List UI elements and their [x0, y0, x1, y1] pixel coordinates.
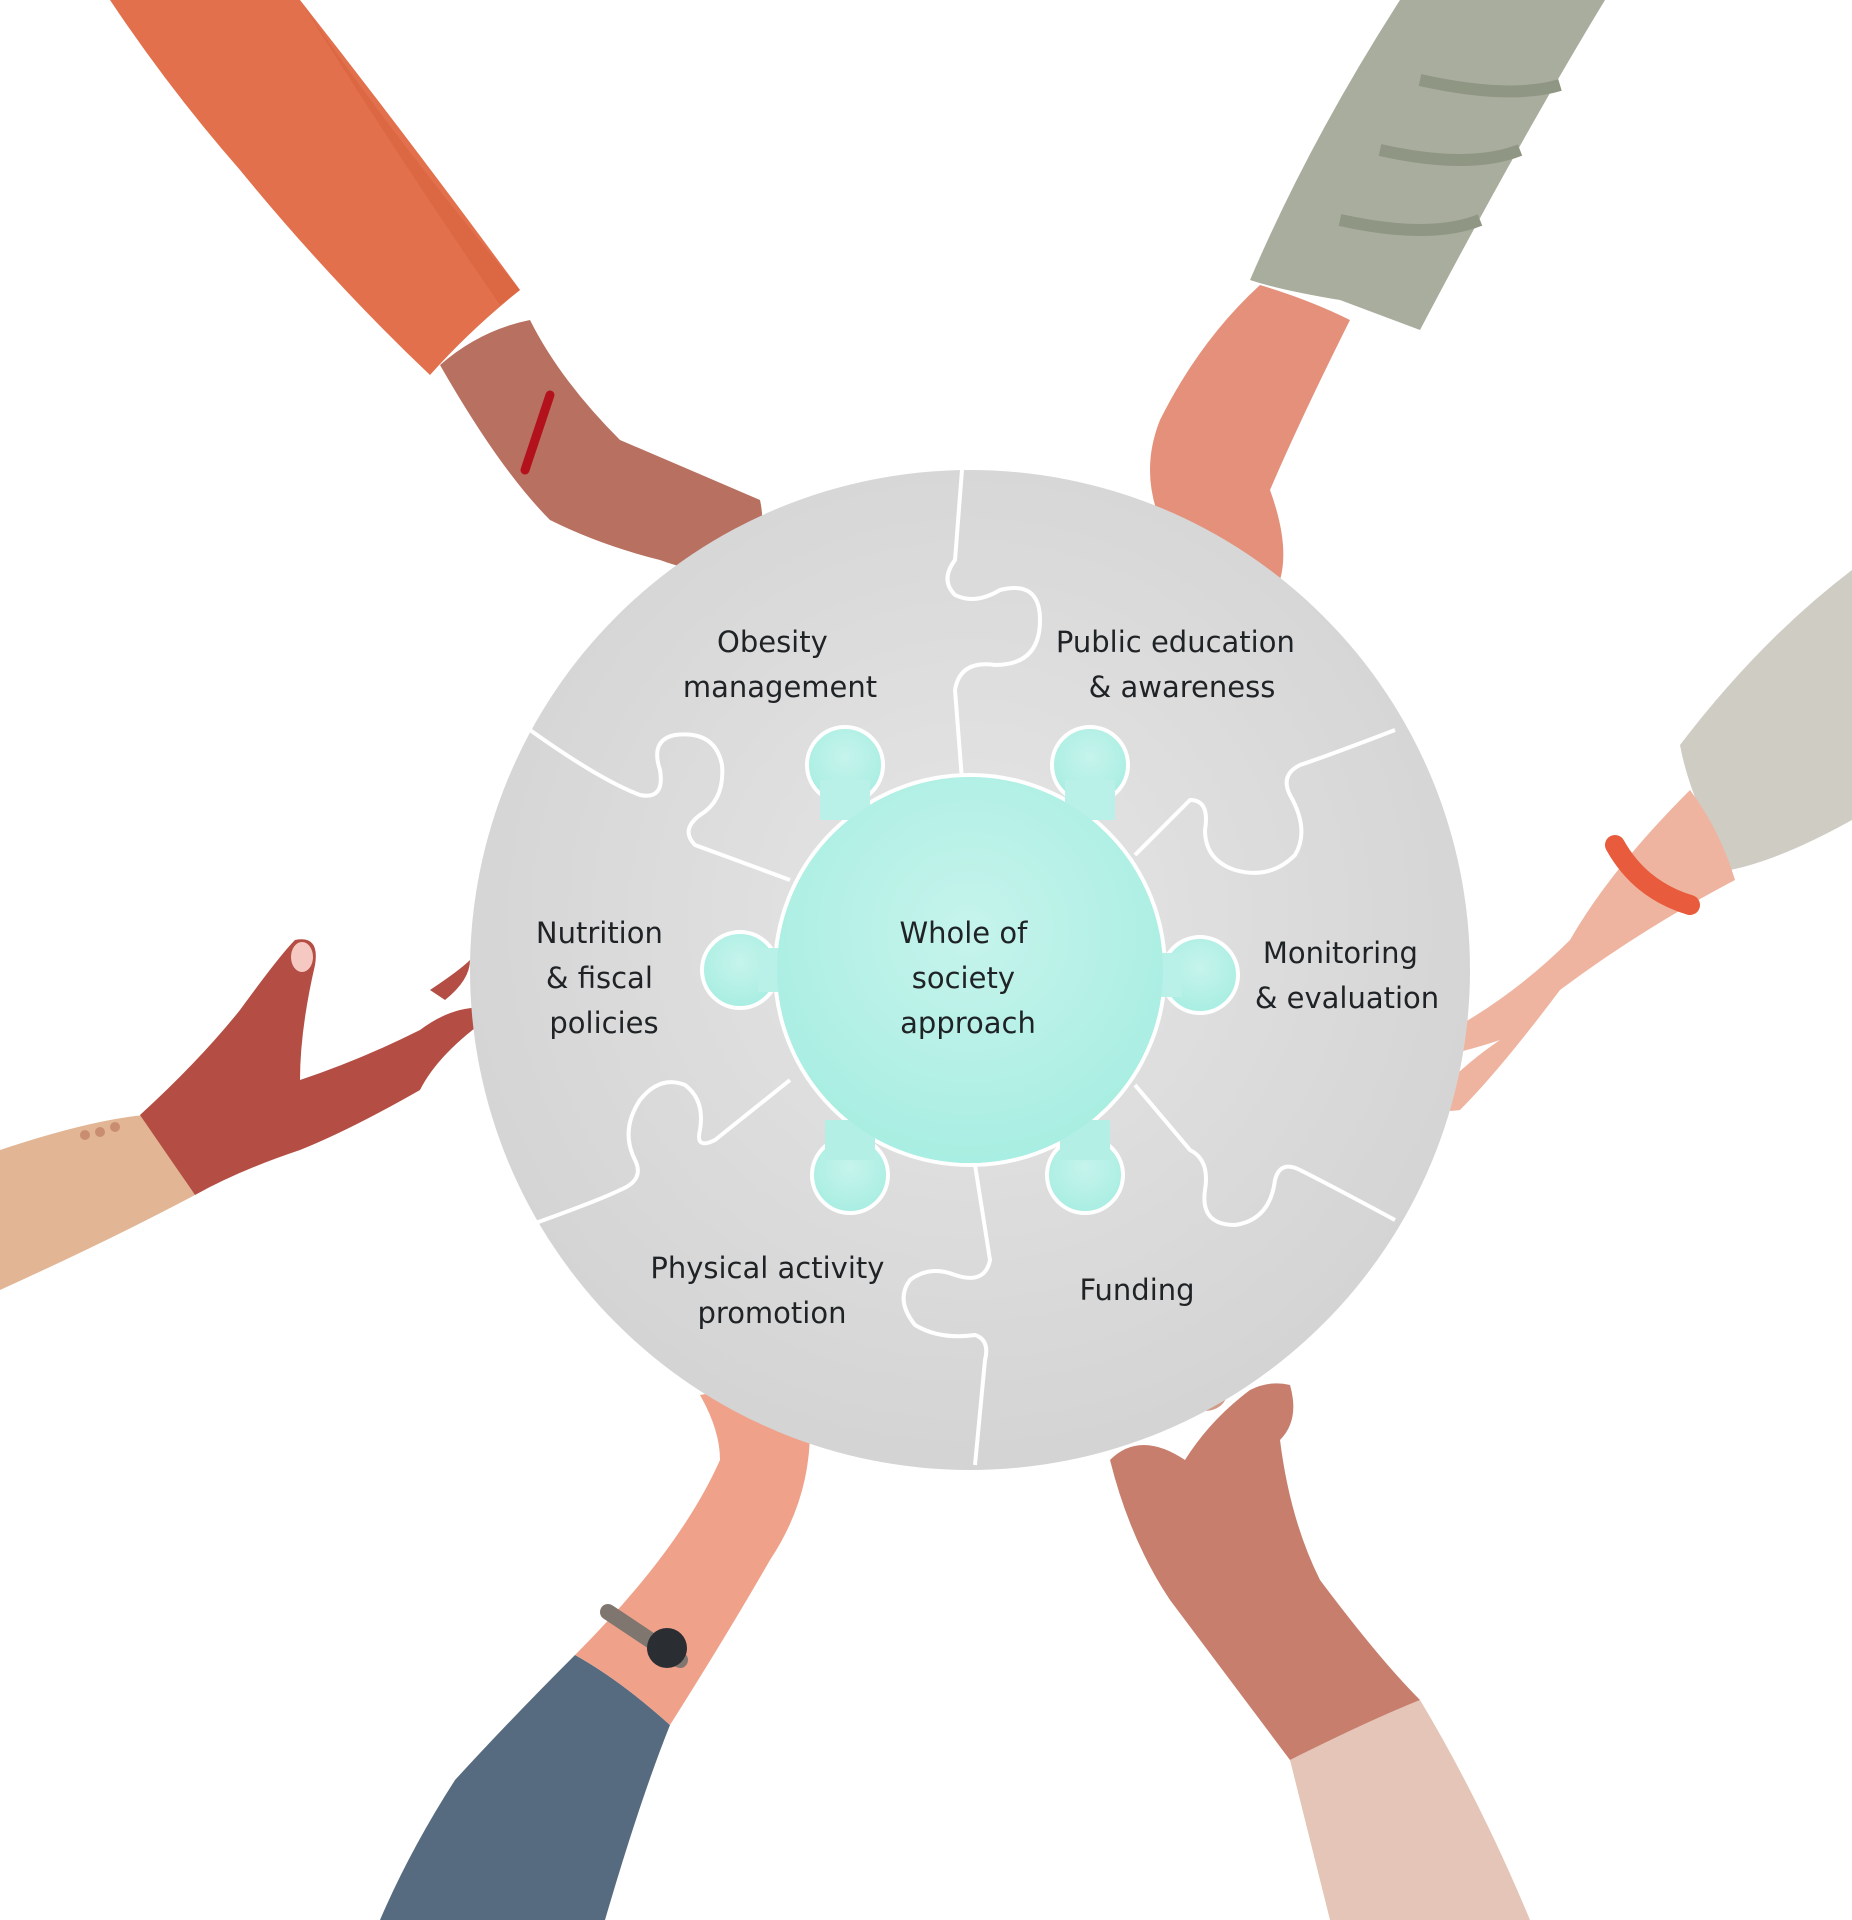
label-public-education: Public education & awareness [1056, 625, 1304, 704]
label-physical-activity: Physical activity promotion [650, 1251, 893, 1330]
puzzle-seams [528, 469, 1396, 1466]
label-funding: Funding [1079, 1273, 1194, 1307]
sleeve-top-left [110, 0, 520, 375]
hand-bottom-right [1110, 1383, 1420, 1760]
hand-top-right [1150, 285, 1350, 585]
hand-right [1420, 790, 1735, 1111]
label-nutrition-fiscal: Nutrition & fiscal policies [536, 916, 672, 1040]
label-whole-of-society: Whole of society approach [899, 916, 1036, 1040]
sleeve-right [1680, 570, 1852, 870]
puzzle-disc: Obesity management Public education & aw… [470, 469, 1470, 1470]
hand-left [140, 939, 500, 1195]
sleeve-bottom-left [380, 1655, 670, 1920]
sleeve-top-right [1250, 0, 1605, 330]
sleeve-bottom-right [1290, 1700, 1530, 1920]
piece-labels: Obesity management Public education & aw… [536, 625, 1439, 1330]
label-monitoring-evaluation: Monitoring & evaluation [1255, 936, 1439, 1015]
sleeve-left [0, 1115, 195, 1290]
center-piece [700, 725, 1240, 1215]
hand-top-left [440, 320, 763, 572]
label-obesity-management: Obesity management [683, 625, 877, 704]
